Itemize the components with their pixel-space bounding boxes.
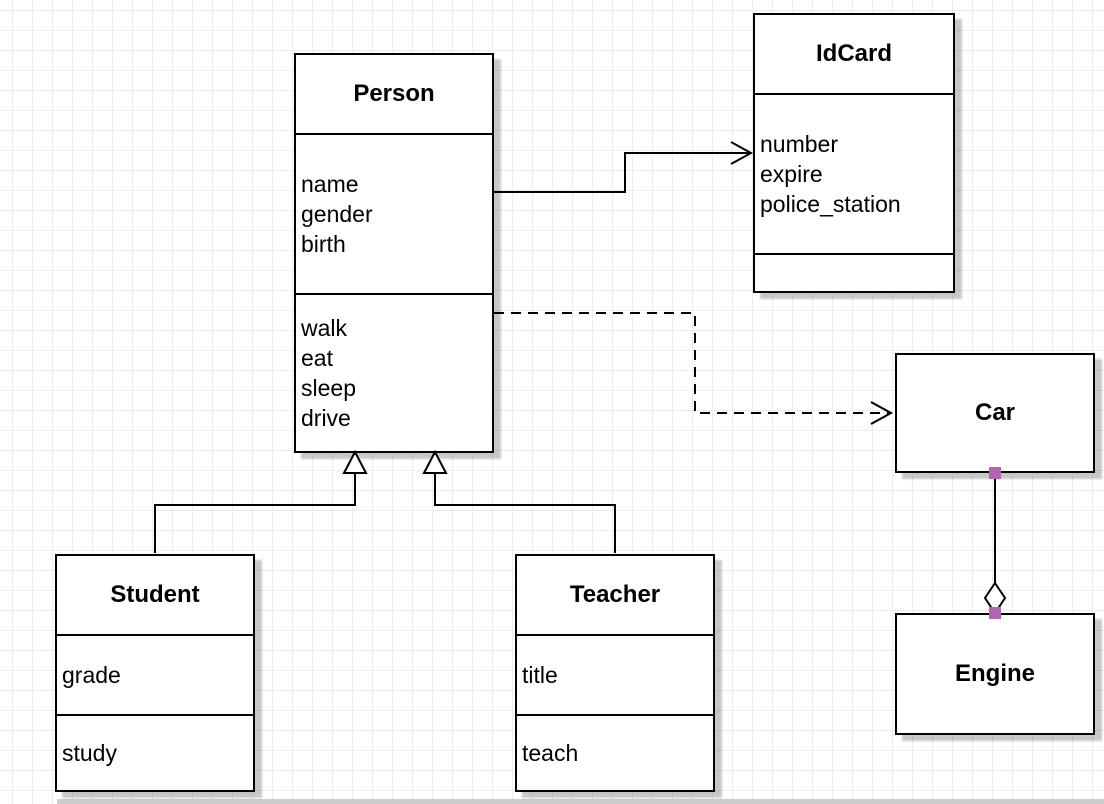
method: walk — [301, 315, 348, 341]
edge-student-person-generalization[interactable] — [154, 449, 368, 553]
attribute: title — [522, 662, 558, 688]
class-idcard-methods — [755, 253, 953, 291]
class-car[interactable]: Car — [895, 353, 1095, 473]
attribute: number — [760, 131, 838, 157]
attribute: name — [301, 171, 359, 197]
class-student-attributes: grade — [57, 634, 253, 714]
attribute: grade — [62, 662, 121, 688]
class-car-title: Car — [974, 399, 1016, 426]
method: drive — [301, 405, 351, 431]
method: eat — [301, 345, 333, 371]
attribute: police_station — [760, 191, 901, 217]
class-idcard-attributes: number expire police_station — [755, 93, 953, 253]
open-arrow-icon — [730, 141, 754, 165]
method: study — [62, 740, 117, 766]
class-teacher-methods: teach — [517, 714, 713, 790]
class-teacher-attributes: title — [517, 634, 713, 714]
edge-teacher-person-generalization[interactable] — [422, 449, 616, 553]
class-teacher[interactable]: Teacher title teach — [515, 554, 715, 792]
edge-car-engine-aggregation[interactable] — [983, 467, 1007, 619]
class-person-methods: walk eat sleep drive — [296, 293, 492, 451]
class-engine-title: Engine — [954, 660, 1035, 687]
class-student-title: Student — [110, 581, 200, 608]
attribute: gender — [301, 201, 373, 227]
class-teacher-title: Teacher — [569, 581, 661, 608]
class-idcard[interactable]: IdCard number expire police_station — [753, 13, 955, 293]
class-person-title: Person — [353, 80, 435, 107]
open-arrow-icon — [870, 401, 894, 425]
class-person[interactable]: Person name gender birth walk eat sleep … — [294, 53, 494, 453]
attribute: expire — [760, 161, 823, 187]
class-idcard-title: IdCard — [815, 40, 892, 67]
class-student[interactable]: Student grade study — [55, 554, 255, 792]
method: sleep — [301, 375, 356, 401]
hollow-triangle-icon — [422, 449, 448, 474]
attribute: birth — [301, 231, 346, 257]
edge-person-idcard-association[interactable] — [494, 141, 754, 193]
edge-person-car-dependency[interactable] — [494, 312, 894, 425]
class-person-attributes: name gender birth — [296, 133, 492, 293]
hollow-diamond-icon — [983, 581, 1007, 615]
hollow-triangle-icon — [342, 449, 368, 474]
class-student-methods: study — [57, 714, 253, 790]
class-engine[interactable]: Engine — [895, 613, 1095, 735]
page-edge — [57, 799, 1104, 804]
method: teach — [522, 740, 579, 766]
